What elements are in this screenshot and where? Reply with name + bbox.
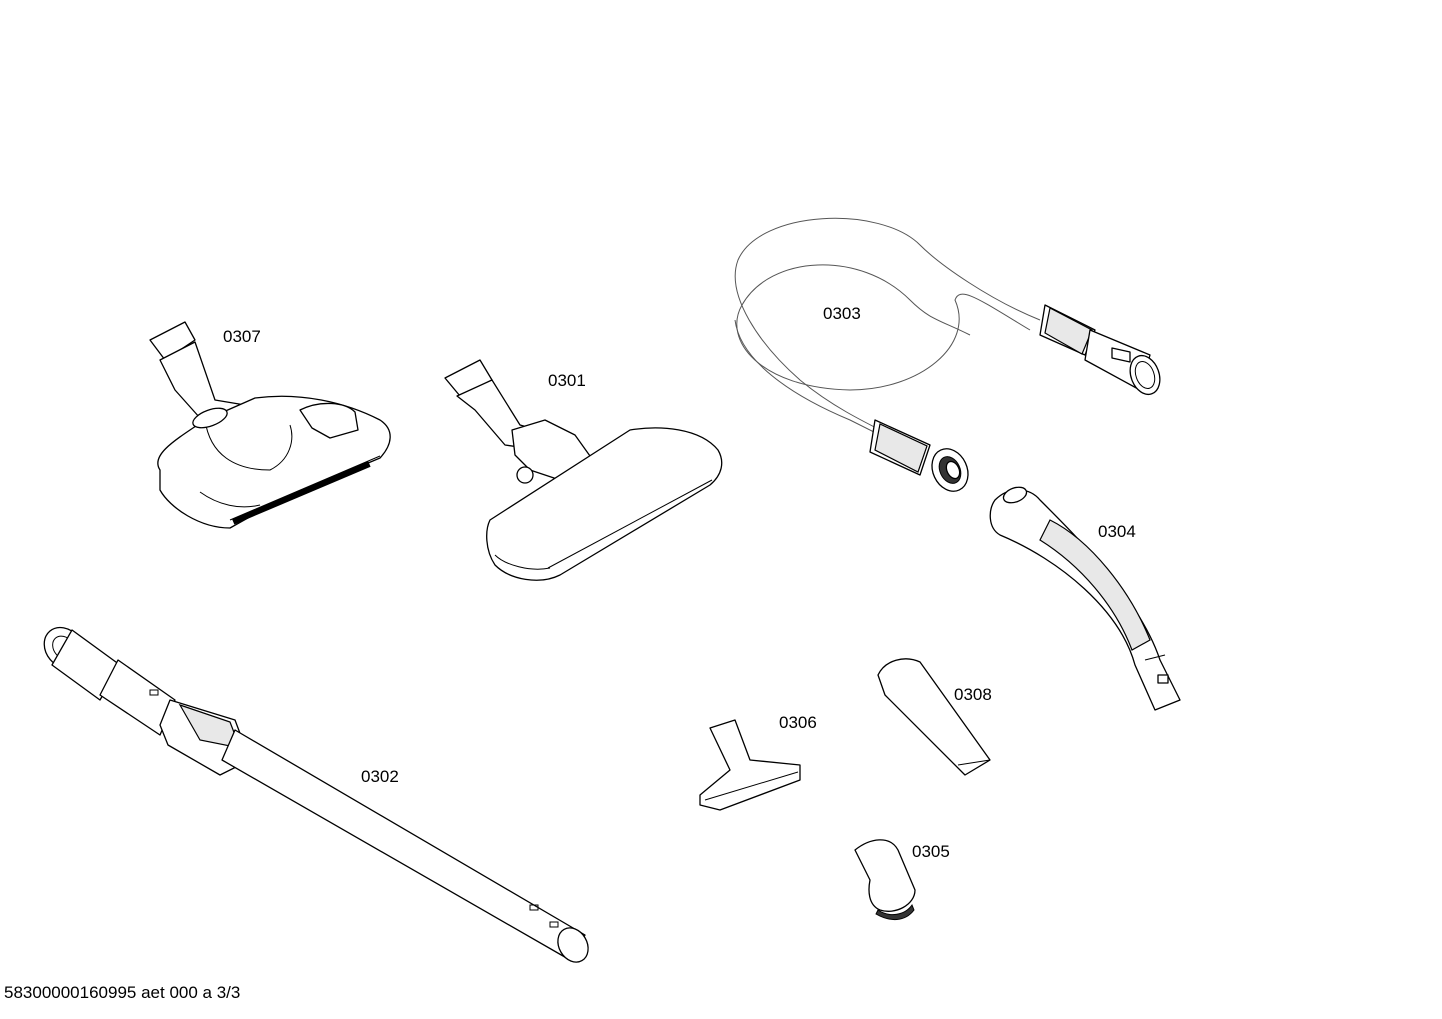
part-label-0306: 0306 [779,713,817,732]
upholstery-nozzle-icon [699,719,801,811]
floor-nozzle-combi-icon [149,321,391,529]
floor-nozzle-flat-icon [444,359,723,581]
part-label-0307: 0307 [223,327,261,346]
part-label-0302: 0302 [361,767,399,786]
part-label-0305: 0305 [912,842,950,861]
suction-hose-icon [734,217,1161,492]
part-label-0308: 0308 [954,685,992,704]
telescopic-tube-icon [43,626,589,963]
part-label-0303: 0303 [823,304,861,323]
crevice-nozzle-icon [877,658,991,776]
hose-handle-icon [989,486,1181,711]
document-footer-id: 58300000160995 aet 000 a 3/3 [4,983,241,1002]
part-label-0304: 0304 [1098,522,1136,541]
part-label-0301: 0301 [548,371,586,390]
brush-nozzle-icon [854,839,916,920]
